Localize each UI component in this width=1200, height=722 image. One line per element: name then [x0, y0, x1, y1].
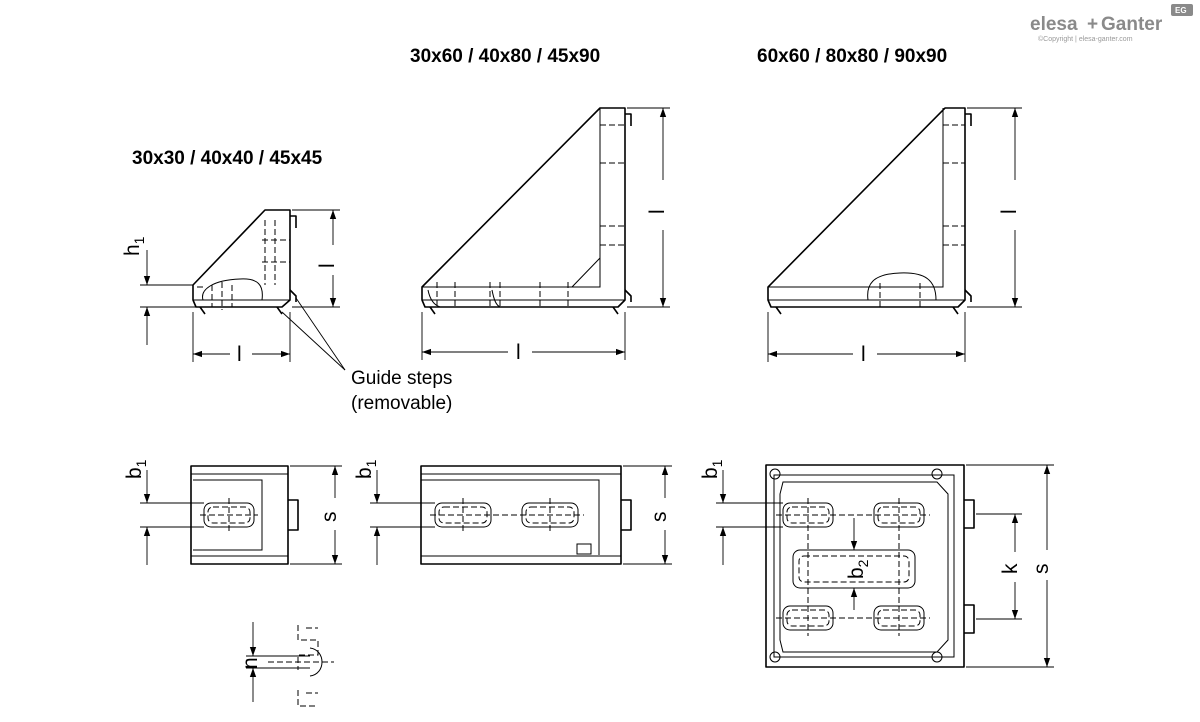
dim-l-horizontal-large: l [861, 343, 866, 366]
medium-angle-top-view [370, 465, 672, 565]
dim-b2-label: b2 [845, 559, 871, 579]
dim-b1-label-large: b1 [699, 459, 725, 479]
copyright-text: ©Copyright | elesa-ganter.com [1038, 35, 1133, 43]
small-angle-side-view [140, 209, 346, 371]
medium-angle-labels: l l [516, 209, 669, 364]
large-top-labels: b1 b2 k s [699, 459, 1053, 579]
guide-steps-removable: (removable) [351, 393, 452, 414]
brand-logo: elesa + Ganter EG ©Copyright | elesa-gan… [1030, 4, 1193, 43]
dim-b1-label-medium: b1 [353, 459, 379, 479]
dim-k-label: k [999, 563, 1022, 574]
title-small-angle: 30x30 / 40x40 / 45x45 [132, 148, 323, 169]
dim-s-label-large: s [1030, 564, 1053, 575]
logo-plus: + [1087, 14, 1098, 35]
guide-steps-label: Guide steps [351, 368, 452, 389]
small-angle-top-view [140, 465, 342, 565]
dim-h1-label: h1 [121, 236, 147, 256]
medium-top-labels: b1 s [353, 459, 671, 522]
small-top-labels: b1 s [123, 459, 341, 522]
dim-s-label-small: s [318, 512, 341, 523]
large-angle-top-view [716, 464, 1054, 668]
medium-angle-side-view [421, 107, 670, 360]
logo-ganter: Ganter [1101, 14, 1163, 35]
dim-b1-label-small: b1 [123, 459, 149, 479]
large-angle-labels: l l [861, 209, 1021, 366]
large-angle-side-view [767, 107, 1022, 362]
logo-badge [1171, 4, 1193, 16]
logo-elesa: elesa [1030, 14, 1078, 35]
dim-l-vertical-medium: l [646, 209, 669, 214]
dim-l-vertical-small: l [316, 263, 339, 268]
title-medium-angle: 30x60 / 40x80 / 45x90 [410, 46, 600, 67]
dim-n-label: n [239, 657, 262, 669]
guide-step-detail [246, 622, 334, 707]
title-large-angle: 60x60 / 80x80 / 90x90 [757, 46, 947, 67]
dim-l-horizontal-medium: l [516, 341, 521, 364]
dim-l-horizontal-small: l [237, 343, 242, 366]
small-angle-labels: h1 l l Guide steps (removable) [121, 236, 452, 414]
dim-l-vertical-large: l [998, 209, 1021, 214]
logo-badge-text: EG [1175, 6, 1187, 15]
dim-s-label-medium: s [648, 512, 671, 523]
